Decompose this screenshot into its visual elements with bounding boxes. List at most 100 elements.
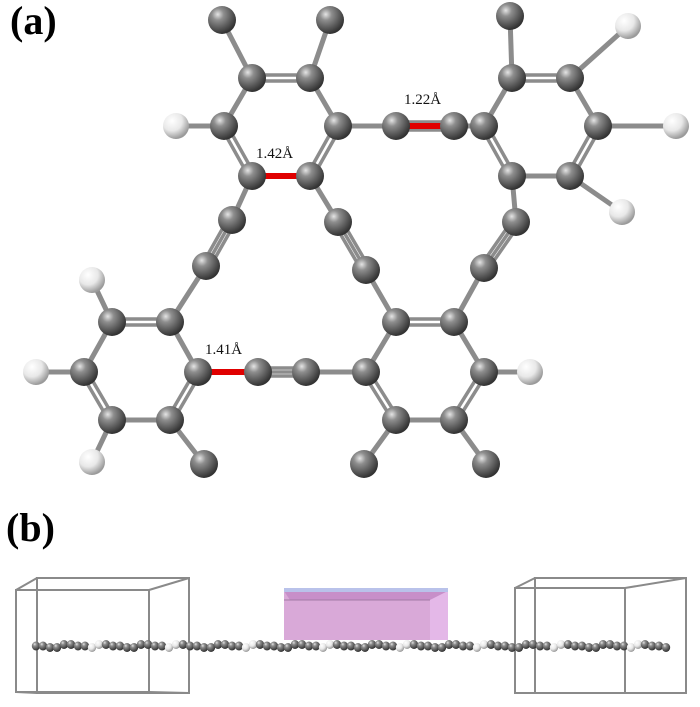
chain-carbon-atom [52, 643, 62, 652]
carbon-atom [156, 406, 184, 434]
chain-carbon-atom [528, 640, 538, 649]
chain-carbon-atom [199, 643, 209, 652]
chain-carbon-atom [227, 641, 237, 651]
carbon-atom [382, 406, 410, 434]
carbon-atom [440, 406, 468, 434]
bond-length-label-3: 1.41Å [205, 342, 242, 358]
carbon-atom [382, 308, 410, 336]
carbon-atom [296, 162, 324, 190]
chain-carbon-atom [360, 643, 370, 652]
carbon-atom [496, 2, 524, 30]
bond-length-label-1: 1.42Å [256, 146, 293, 162]
molecule-structure [23, 2, 689, 478]
chain-hydrogen-atom [318, 643, 328, 652]
panel-label-b: (b) [6, 505, 55, 550]
carbon-atom [324, 112, 352, 140]
chain-carbon-atom [542, 641, 552, 651]
hydrogen-atom [79, 449, 105, 475]
chain-carbon-atom [136, 640, 146, 649]
chain-carbon-atom [570, 641, 580, 651]
chain-carbon-atom [157, 641, 167, 651]
chain-hydrogen-atom [325, 640, 335, 649]
chain-carbon-atom [437, 643, 447, 652]
chain-carbon-atom [220, 640, 230, 649]
chain-carbon-atom [255, 640, 265, 649]
carbon-atom [324, 208, 352, 236]
chain-carbon-atom [647, 641, 657, 651]
chain-carbon-atom [185, 641, 195, 651]
atom-layer [23, 2, 689, 478]
chain-carbon-atom [388, 641, 398, 651]
right-electrode-box [514, 577, 687, 694]
chain-carbon-atom [465, 641, 475, 651]
carbon-atom [190, 450, 218, 478]
carbon-atom [98, 406, 126, 434]
chain-carbon-atom [31, 641, 41, 651]
highlighted-bonds [198, 123, 454, 375]
chain-carbon-atom [367, 640, 377, 649]
chain-carbon-atom [374, 640, 384, 649]
hydrogen-atom [663, 113, 689, 139]
chain-carbon-atom [108, 641, 118, 651]
chain-carbon-atom [458, 641, 468, 651]
chain-carbon-atom [38, 641, 48, 651]
chain-carbon-atom [290, 640, 300, 649]
chain-carbon-atom [507, 643, 517, 652]
chain-carbon-atom [297, 640, 307, 649]
chain-carbon-atom [423, 641, 433, 651]
chain-carbon-atom [500, 641, 510, 651]
carbon-atom [470, 112, 498, 140]
chain-carbon-atom [80, 641, 90, 651]
carbon-atom [584, 112, 612, 140]
chain-carbon-atom [605, 640, 615, 649]
hydrogen-atom [609, 199, 635, 225]
chain-carbon-atom [276, 643, 286, 652]
chain-carbon-atom [101, 640, 111, 649]
chain-carbon-atom [59, 640, 69, 649]
chain-hydrogen-atom [626, 643, 636, 652]
carbon-atom [350, 450, 378, 478]
chain-hydrogen-atom [241, 643, 251, 652]
hydrogen-atom [23, 359, 49, 385]
chain-hydrogen-atom [164, 643, 174, 652]
chain-carbon-atom [591, 643, 601, 652]
carbon-atom [292, 358, 320, 386]
chain-carbon-atom [339, 641, 349, 651]
chain-carbon-atom [381, 641, 391, 651]
hydrogen-atom [79, 267, 105, 293]
bond-length-label-2: 1.22Å [404, 92, 441, 108]
chain-carbon-atom [654, 641, 664, 651]
carbon-atom [556, 64, 584, 92]
carbon-atom [470, 254, 498, 282]
chain-hydrogen-atom [248, 640, 258, 649]
carbon-atom [440, 308, 468, 336]
carbon-atom [70, 358, 98, 386]
chain-carbon-atom [493, 641, 503, 651]
carbon-atom [210, 112, 238, 140]
chain-hydrogen-atom [87, 643, 97, 652]
chain-hydrogen-atom [556, 640, 566, 649]
chain-hydrogen-atom [633, 640, 643, 649]
chain-hydrogen-atom [402, 640, 412, 649]
chain-carbon-atom [192, 641, 202, 651]
chain-carbon-atom [143, 640, 153, 649]
carbon-atom [440, 112, 468, 140]
carbon-atom [238, 162, 266, 190]
chain-carbon-atom [115, 641, 125, 651]
carbon-atom [184, 358, 212, 386]
chain-carbon-atom [486, 640, 496, 649]
carbon-atom [470, 358, 498, 386]
chain-carbon-atom [563, 640, 573, 649]
left-electrode-box [15, 577, 190, 694]
chain-carbon-atom [430, 643, 440, 652]
carbon-atom [296, 64, 324, 92]
chain-hydrogen-atom [472, 643, 482, 652]
carbon-atom [502, 208, 530, 236]
chain-hydrogen-atom [395, 643, 405, 652]
carbon-atom [244, 358, 272, 386]
chain-carbon-atom [661, 643, 671, 652]
chain-carbon-atom [304, 641, 314, 651]
chain-carbon-atom [234, 641, 244, 651]
chain-carbon-atom [409, 640, 419, 649]
carbon-atom [498, 64, 526, 92]
